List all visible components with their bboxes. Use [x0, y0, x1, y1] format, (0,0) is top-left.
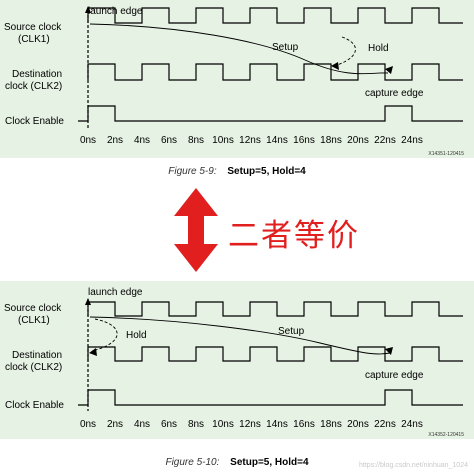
tick-label: 2ns: [107, 135, 123, 146]
tick-label: 22ns: [374, 419, 396, 430]
hold-arrow: [89, 348, 97, 356]
launch-arrow: [85, 298, 91, 305]
setup-path: [89, 23, 389, 75]
tick-label: 4ns: [134, 135, 150, 146]
source-clock-label: Source clock: [4, 22, 62, 33]
source-clock-sublabel: (CLK1): [18, 315, 50, 326]
source-clock-label: Source clock: [4, 303, 62, 314]
timing-diagram-bottom: Source clock (CLK1) Destination clock (C…: [0, 281, 474, 439]
tick-label: 16ns: [293, 135, 315, 146]
clock-enable-label: Clock Enable: [5, 400, 64, 411]
timing-diagram-top: Source clock (CLK1) Destination clock (C…: [0, 0, 474, 158]
tick-label: 12ns: [239, 419, 261, 430]
capture-edge-label: capture edge: [365, 370, 424, 381]
setup-label: Setup: [272, 42, 299, 53]
double-arrow-icon: [174, 188, 218, 272]
source-clock-waveform: [87, 7, 463, 24]
tick-label: 10ns: [212, 135, 234, 146]
tick-label: 22ns: [374, 135, 396, 146]
capture-edge-label: capture edge: [365, 88, 424, 99]
tick-label: 18ns: [320, 135, 342, 146]
equivalence-text: 二者等价: [228, 218, 360, 254]
caption-top: Figure 5-9: Setup=5, Hold=4: [0, 166, 474, 177]
time-axis-top: 0ns 2ns 4ns 6ns 8ns 10ns 12ns 14ns 16ns …: [80, 135, 423, 146]
tick-label: 0ns: [80, 135, 96, 146]
figure-number: Figure 5-9:: [168, 166, 217, 177]
setup-path: [89, 316, 391, 355]
caption-bottom: Figure 5-10: Setup=5, Hold=4: [0, 457, 474, 468]
tick-label: 24ns: [401, 135, 423, 146]
timing-svg-top: Source clock (CLK1) Destination clock (C…: [4, 6, 464, 157]
tick-label: 20ns: [347, 419, 369, 430]
tick-label: 16ns: [293, 419, 315, 430]
equivalence-arrow: [174, 188, 218, 272]
figure-code: X14352-120415: [428, 432, 464, 438]
tick-label: 12ns: [239, 135, 261, 146]
launch-edge-label: launch edge: [88, 287, 143, 298]
source-clock-waveform: [87, 301, 463, 317]
tick-label: 8ns: [188, 419, 204, 430]
tick-label: 6ns: [161, 419, 177, 430]
watermark: https://blog.csdn.net/ninhuan_1024: [359, 462, 468, 469]
source-clock-sublabel: (CLK1): [18, 34, 50, 45]
tick-label: 18ns: [320, 419, 342, 430]
destination-clock-sublabel: clock (CLK2): [5, 81, 62, 92]
tick-label: 14ns: [266, 419, 288, 430]
destination-clock-sublabel: clock (CLK2): [5, 362, 62, 373]
timing-svg-bottom: Source clock (CLK1) Destination clock (C…: [4, 287, 464, 438]
tick-label: 4ns: [134, 419, 150, 430]
figure-settings: Setup=5, Hold=4: [230, 457, 309, 468]
hold-label: Hold: [368, 43, 389, 54]
clock-enable-waveform: [78, 105, 463, 122]
hold-path: [91, 318, 118, 352]
destination-clock-label: Destination: [12, 69, 62, 80]
destination-clock-waveform: [87, 63, 463, 81]
clock-enable-label: Clock Enable: [5, 116, 64, 127]
figure-settings: Setup=5, Hold=4: [227, 166, 306, 177]
clock-enable-waveform: [78, 389, 463, 406]
tick-label: 24ns: [401, 419, 423, 430]
tick-label: 14ns: [266, 135, 288, 146]
hold-label: Hold: [126, 330, 147, 341]
setup-label: Setup: [278, 326, 305, 337]
tick-label: 2ns: [107, 419, 123, 430]
launch-arrow: [85, 6, 91, 13]
tick-label: 20ns: [347, 135, 369, 146]
capture-arrow: [385, 66, 393, 74]
launch-edge-label: launch edge: [88, 6, 143, 17]
figure-code: X14351-120415: [428, 151, 464, 157]
tick-label: 10ns: [212, 419, 234, 430]
tick-label: 0ns: [80, 419, 96, 430]
hold-arrow: [331, 62, 339, 70]
destination-clock-label: Destination: [12, 350, 62, 361]
capture-arrow: [385, 347, 393, 355]
tick-label: 6ns: [161, 135, 177, 146]
destination-clock-waveform: [87, 346, 463, 362]
hold-path: [333, 36, 356, 67]
tick-label: 8ns: [188, 135, 204, 146]
time-axis-bottom: 0ns 2ns 4ns 6ns 8ns 10ns 12ns 14ns 16ns …: [80, 419, 423, 430]
figure-number: Figure 5-10:: [165, 457, 220, 468]
